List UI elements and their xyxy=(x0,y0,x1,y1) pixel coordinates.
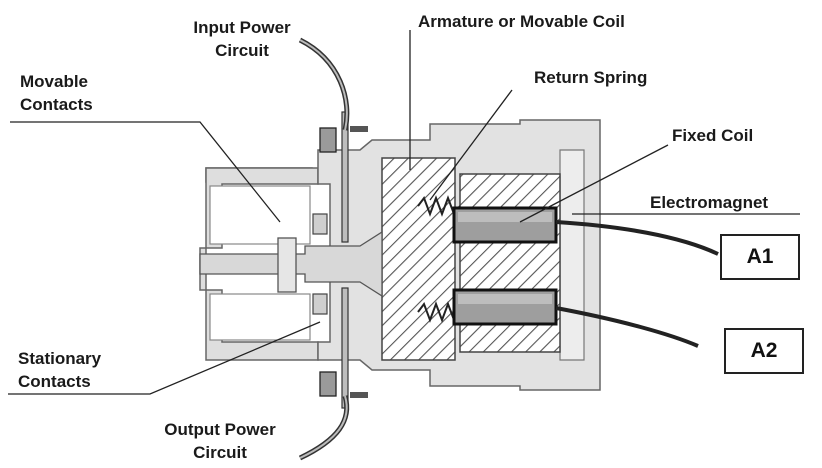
output-power-label-line2: Circuit xyxy=(193,443,247,462)
movable-contacts-label: Movable Contacts xyxy=(20,70,93,116)
return-spring-label: Return Spring xyxy=(534,68,648,87)
input-power-label-line1: Input Power xyxy=(193,18,291,37)
input-wire xyxy=(298,37,350,131)
input-power-label-line2: Circuit xyxy=(215,41,269,60)
fixed-coil-label: Fixed Coil xyxy=(672,126,754,145)
stationary-plate-top xyxy=(341,111,349,243)
armature-body xyxy=(381,157,456,361)
movable-contact-bottom xyxy=(312,293,328,315)
bay-bottom xyxy=(209,293,311,341)
terminal-screw-bottom xyxy=(319,371,337,397)
terminal-a2-box: A2 xyxy=(724,328,804,374)
shaft-flange xyxy=(277,237,297,293)
stationary-contacts-label: Stationary Contacts xyxy=(18,347,101,393)
movable-contacts-label-line2: Contacts xyxy=(20,95,93,114)
armature-label: Armature or Movable Coil xyxy=(418,12,625,31)
stationary-contacts-label-line2: Contacts xyxy=(18,372,91,391)
leader-stationary-contacts xyxy=(8,321,321,395)
leader-fixed-coil xyxy=(519,144,669,223)
leader-movable-contacts xyxy=(10,121,281,223)
terminal-nut-top xyxy=(350,126,368,132)
stationary-contacts-label-line1: Stationary xyxy=(18,349,102,368)
movable-contact-top xyxy=(312,213,328,235)
lead-a2 xyxy=(555,306,699,348)
housing-right-inner xyxy=(559,149,585,361)
output-power-label-line1: Output Power xyxy=(164,420,276,439)
terminal-a1-box: A1 xyxy=(720,234,800,280)
electromagnet-label: Electromagnet xyxy=(650,193,769,212)
leader-return-spring xyxy=(429,89,513,201)
lead-a1 xyxy=(555,220,719,256)
output-power-label: Output Power Circuit xyxy=(150,418,290,464)
bay-top xyxy=(209,185,311,245)
terminal-screw-top xyxy=(319,127,337,153)
stationary-plate-bottom xyxy=(341,287,349,409)
terminal-nut-bottom xyxy=(350,392,368,398)
input-power-label: Input Power Circuit xyxy=(182,16,302,62)
movable-contacts-label-line1: Movable xyxy=(20,72,89,91)
